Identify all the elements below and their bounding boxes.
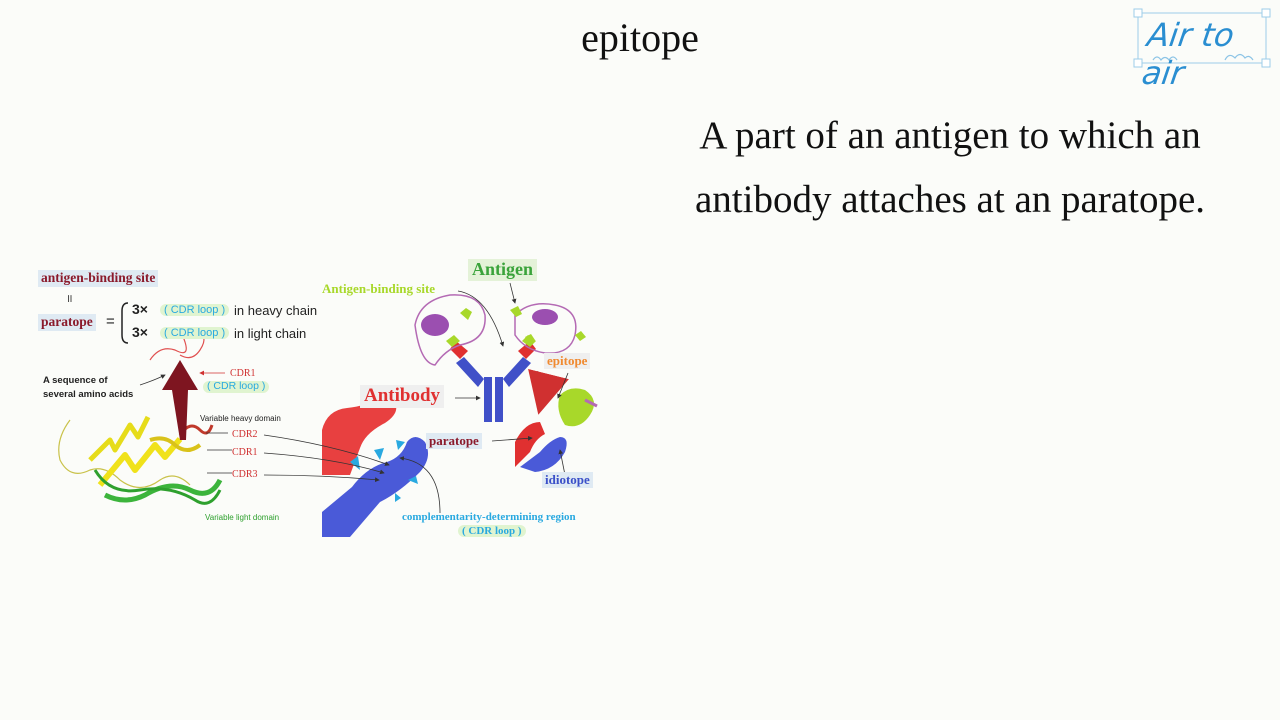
- pointer-lines: [139, 282, 569, 514]
- logo-text: Air to air: [1139, 16, 1237, 92]
- antigen-cells: [414, 294, 586, 366]
- formula-row2-loop: ( CDR loop ): [160, 327, 230, 340]
- label-amino-line-2: several amino acids: [43, 389, 134, 400]
- label-epitope: epitope: [544, 353, 591, 370]
- label-cdr3: CDR3: [232, 469, 258, 480]
- label-antibody: Antibody: [360, 385, 445, 408]
- protein-structure: [58, 329, 223, 505]
- antibody-y: [446, 335, 536, 422]
- formula-equals-vertical: ॥: [66, 293, 73, 305]
- formula-row1-loop: ( CDR loop ): [160, 304, 230, 317]
- variable-domain-closeup: [322, 394, 429, 537]
- diagram-graphics: [58, 282, 598, 537]
- label-antigen-binding-site: Antigen-binding site: [322, 281, 436, 296]
- label-variable-heavy: Variable heavy domain: [200, 414, 281, 423]
- definition-line-1: A part of an antigen to which an: [699, 114, 1201, 157]
- antibody-diagram: antigen-binding site ॥ paratope = 3× ( C…: [30, 255, 610, 555]
- definition-line-2: antibody attaches at an paratope.: [694, 178, 1206, 221]
- label-cdr1-loop: ( CDR loop ): [203, 380, 270, 393]
- cloud-logo-icon: [1133, 8, 1271, 68]
- definition: A part of an antigen to which an antibod…: [660, 104, 1240, 232]
- label-antigen: Antigen: [468, 259, 538, 281]
- label-cdr1-top: CDR1: [230, 368, 256, 379]
- formula-equals: =: [106, 313, 115, 330]
- formula-row1-mult: 3×: [132, 301, 148, 317]
- air-to-air-logo: Air to air: [1133, 8, 1271, 92]
- label-cdr1: CDR1: [232, 447, 258, 458]
- label-amino-line-1: A sequence of: [43, 375, 108, 386]
- label-cdr2: CDR2: [232, 429, 258, 440]
- label-cdr-region-line-1: complementarity-determining region: [402, 511, 576, 523]
- label-idiotope: idiotope: [542, 472, 593, 489]
- label-variable-light: Variable light domain: [205, 513, 280, 522]
- formula-row2-tail: in light chain: [234, 326, 307, 341]
- formula-antigen-binding-site: antigen-binding site: [38, 270, 159, 287]
- page-title: epitope: [581, 15, 699, 60]
- formula-paratope: paratope: [38, 314, 96, 331]
- label-cdr-region-line-2: ( CDR loop ): [458, 525, 526, 538]
- formula-bracket: [121, 302, 129, 344]
- formula-row1-tail: in heavy chain: [234, 303, 318, 318]
- binding-detail: [515, 368, 598, 472]
- label-paratope: paratope: [426, 433, 482, 450]
- formula-row2-mult: 3×: [132, 324, 148, 340]
